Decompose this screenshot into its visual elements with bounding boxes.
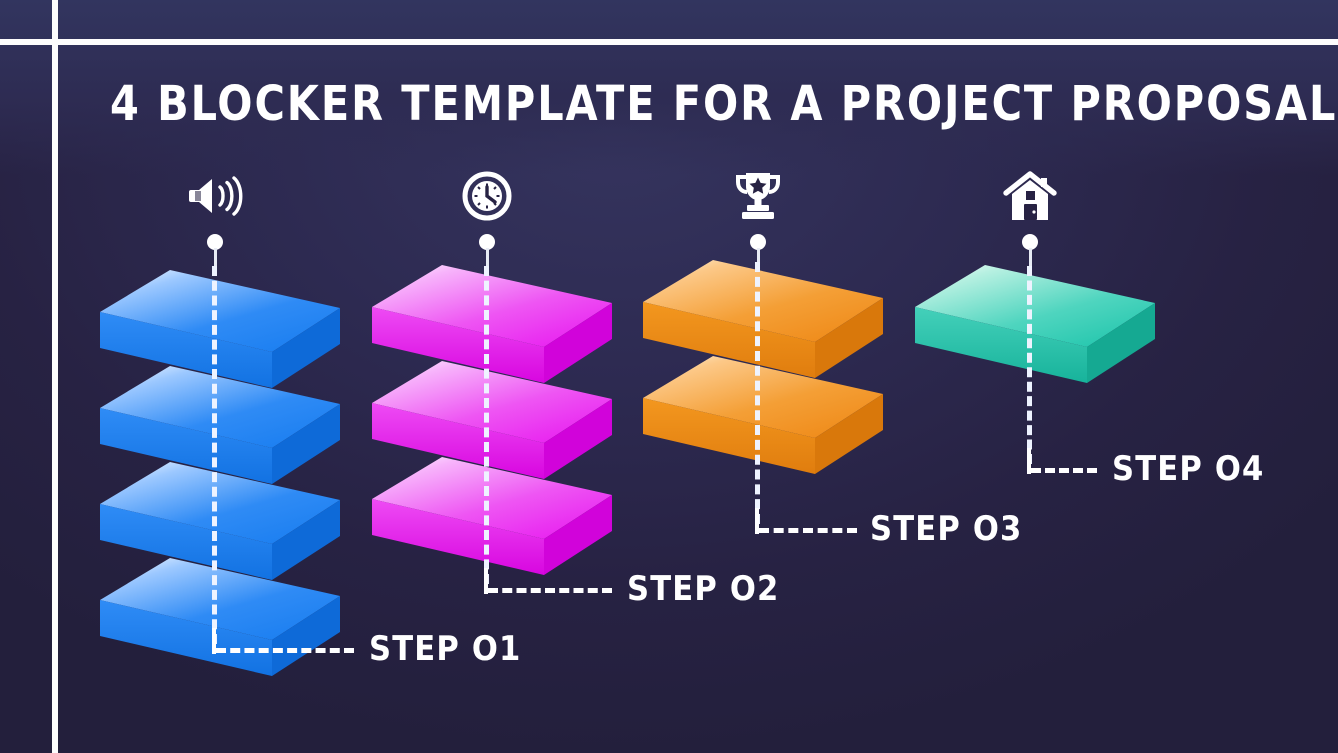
block-1 — [100, 270, 340, 388]
home-icon — [880, 168, 1180, 224]
pin-stem-step-02 — [485, 248, 489, 272]
guide-line-step-04 — [1027, 266, 1032, 464]
column-step-04: STEP O4 — [880, 0, 1263, 753]
frame-vertical-line — [52, 0, 58, 753]
pin-dot-step-03 — [750, 234, 766, 250]
guide-line-step-02 — [484, 266, 489, 584]
connector-line-step-03 — [759, 528, 857, 533]
column-step-01: STEP O1 — [65, 0, 520, 753]
trophy-icon — [608, 168, 908, 224]
page-title: 4 BLOCKER TEMPLATE FOR A PROJECT PROPOSA… — [110, 76, 1338, 132]
block-4 — [100, 558, 340, 676]
column-step-03: STEP O3 — [608, 0, 1021, 753]
pin-stem-step-03 — [756, 248, 760, 272]
pin-stem-step-01 — [213, 248, 217, 272]
clock-icon — [337, 168, 637, 224]
column-step-02: STEP O2 — [337, 0, 778, 753]
guide-line-step-01 — [212, 266, 217, 644]
connector-line-step-02 — [488, 588, 612, 593]
block-1 — [372, 265, 612, 383]
block-3 — [372, 457, 612, 575]
frame-horizontal-line — [0, 39, 1338, 45]
step-label-step-01: STEP O1 — [369, 629, 522, 669]
block-2 — [643, 356, 883, 474]
connector-tick-step-04 — [1027, 448, 1031, 474]
pin-stem-step-04 — [1028, 248, 1032, 272]
step-label-step-04: STEP O4 — [1112, 449, 1265, 489]
block-2 — [372, 361, 612, 479]
connector-tick-step-01 — [212, 628, 216, 654]
connector-line-step-04 — [1031, 468, 1097, 473]
connector-tick-step-02 — [484, 568, 488, 594]
pin-dot-step-02 — [479, 234, 495, 250]
connector-line-step-01 — [216, 648, 354, 653]
step-label-step-02: STEP O2 — [627, 569, 780, 609]
block-1 — [643, 260, 883, 378]
connector-tick-step-03 — [755, 508, 759, 534]
block-2 — [100, 366, 340, 484]
block-1 — [915, 265, 1155, 383]
guide-line-step-03 — [755, 262, 760, 524]
step-label-step-03: STEP O3 — [870, 509, 1023, 549]
pin-dot-step-01 — [207, 234, 223, 250]
speaker-volume-icon — [65, 168, 365, 224]
pin-dot-step-04 — [1022, 234, 1038, 250]
block-3 — [100, 462, 340, 580]
